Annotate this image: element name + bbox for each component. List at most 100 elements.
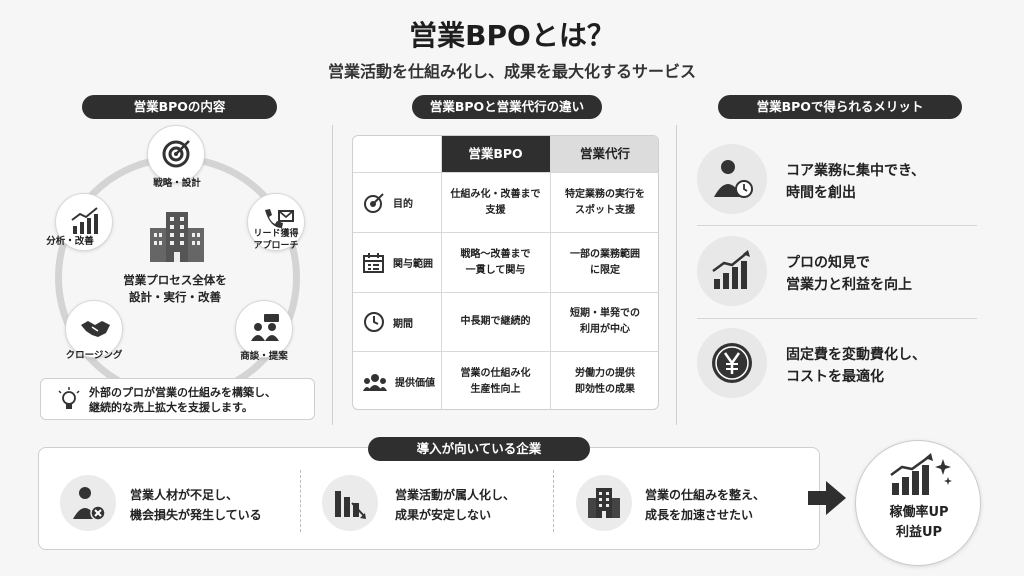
person-clock-icon (714, 160, 753, 198)
merit-divider (697, 225, 977, 226)
cell-line: 支援 (485, 204, 506, 216)
cell-agent: 労働力の提供即効性の成果 (550, 352, 658, 409)
bottom-3-line-1: 営業の仕組みを整え、 (645, 488, 766, 502)
result-line-2: 利益UP (895, 525, 943, 540)
merit-2-line-2: 営業力と利益を向上 (786, 277, 912, 293)
target-icon (364, 192, 384, 213)
cell-bpo: 仕組み化・改善まで支援 (441, 173, 550, 232)
cell-line: 短期・単発での (570, 308, 640, 319)
node-closing-label: クロージング (65, 350, 123, 361)
cell-bpo: 戦略〜改善まで一貫して関与 (441, 233, 550, 292)
node-analysis-label: 分析・改善 (46, 236, 94, 247)
divider-left (332, 125, 333, 425)
table-row: 提供価値 営業の仕組み化生産性向上 労働力の提供即効性の成果 (353, 351, 658, 409)
bar-decline-icon (335, 491, 366, 519)
bottom-text-2: 営業活動が属人化し、 成果が安定しない (395, 485, 515, 525)
row-head-period: 期間 (353, 293, 441, 351)
node-closing (65, 300, 123, 358)
meeting-icon (251, 314, 279, 341)
node-lead (247, 193, 305, 251)
col-header-bpo: 営業BPO (441, 136, 550, 172)
node-meeting-label: 商談・提案 (240, 351, 288, 362)
cell-agent: 一部の業務範囲に限定 (550, 233, 658, 292)
node-strategy-label: 戦略・設計 (153, 178, 201, 189)
note-text: 外部のプロが営業の仕組みを構築し、 継続的な売上拡大を支援します。 (89, 385, 276, 415)
bottom-icon-circle (60, 475, 116, 531)
node-analysis (55, 193, 113, 251)
calendar-icon (363, 252, 384, 273)
row-label: 関与範囲 (393, 259, 433, 270)
merit-3-line-2: コストを最適化 (786, 369, 884, 385)
cell-line: 生産性向上 (470, 383, 521, 395)
cell-line: 一貫して関与 (465, 264, 526, 276)
cell-line: 仕組み化・改善まで (450, 188, 541, 200)
row-label: 目的 (393, 199, 413, 210)
merit-icon-circle (697, 328, 767, 398)
note-line-2: 継続的な売上拡大を支援します。 (89, 401, 253, 414)
table-row: 目的 仕組み化・改善まで支援 特定業務の実行をスポット支援 (353, 172, 658, 232)
cell-line: 戦略〜改善まで (460, 248, 531, 260)
cell-line: 一部の業務範囲 (570, 248, 640, 260)
center-line-1: 営業プロセス全体を (123, 273, 227, 287)
person-cross-icon (73, 487, 106, 521)
merits-heading: 営業BPOで得られるメリット (718, 95, 962, 119)
compare-table: 営業BPO 営業代行 目的 仕組み化・改善まで支援 特定業務の実行をスポット支援… (352, 135, 659, 410)
bottom-heading: 導入が向いている企業 (368, 437, 590, 461)
merit-text-1: コア業務に集中でき、 時間を創出 (786, 160, 925, 204)
right-arrow-icon (808, 481, 846, 515)
table-row: 関与範囲 戦略〜改善まで一貫して関与 一部の業務範囲に限定 (353, 232, 658, 292)
building-icon (588, 488, 620, 518)
row-head-scope: 関与範囲 (353, 233, 441, 292)
phone-mail-icon (265, 209, 294, 228)
node-meeting (235, 300, 293, 358)
result-circle: 稼働率UP 利益UP (855, 440, 981, 566)
merit-3-line-1: 固定費を変動費化し、 (786, 347, 926, 363)
process-center-text: 営業プロセス全体を 設計・実行・改善 (110, 272, 240, 306)
merit-1-line-2: 時間を創出 (786, 185, 856, 201)
node-lead-label: リード獲得 アプローチ (253, 229, 299, 251)
note-box: 外部のプロが営業の仕組みを構築し、 継続的な売上拡大を支援します。 (40, 378, 315, 420)
bottom-1-line-2: 機会損失が発生している (130, 508, 262, 522)
merit-2-line-1: プロの知見で (786, 255, 870, 271)
result-line-1: 稼働率UP (889, 505, 949, 520)
row-head-purpose: 目的 (353, 173, 441, 232)
cell-line: 即効性の成果 (575, 383, 635, 395)
bottom-divider (300, 470, 301, 532)
col-sep-1 (441, 136, 442, 409)
clock-icon (364, 312, 384, 332)
merit-1-line-1: コア業務に集中でき、 (786, 163, 926, 179)
cell-agent: 特定業務の実行をスポット支援 (550, 173, 658, 232)
cell-bpo: 中長期で継続的 (441, 293, 550, 351)
growth-sparkle-icon (890, 453, 952, 495)
bottom-icon-circle (322, 475, 378, 531)
table-row: 期間 中長期で継続的 短期・単発での利用が中心 (353, 292, 658, 351)
cell-line: 利用が中心 (580, 324, 630, 335)
people-icon (363, 373, 387, 391)
chart-up-icon (71, 207, 98, 234)
row-label: 提供価値 (395, 378, 435, 389)
lightbulb-icon (58, 387, 80, 409)
cell-line: 労働力の提供 (575, 367, 635, 379)
merit-icon-circle (697, 236, 767, 306)
bottom-2-line-2: 成果が安定しない (395, 508, 492, 522)
compare-heading: 営業BPOと営業代行の違い (412, 95, 602, 119)
center-line-2: 設計・実行・改善 (129, 290, 221, 304)
col-sep-2 (550, 136, 551, 409)
merit-text-2: プロの知見で 営業力と利益を向上 (786, 252, 912, 296)
merit-icon-circle (697, 144, 767, 214)
bar-growth-icon (712, 250, 750, 289)
merit-divider (697, 318, 977, 319)
bottom-divider (553, 470, 554, 532)
bottom-1-line-1: 営業人材が不足し、 (130, 488, 239, 502)
cell-agent: 短期・単発での利用が中心 (550, 293, 658, 351)
page-title: 営業BPOとは？ (409, 19, 615, 52)
divider-right (676, 125, 677, 425)
note-line-1: 外部のプロが営業の仕組みを構築し、 (89, 386, 276, 399)
bottom-2-line-1: 営業活動が属人化し、 (395, 488, 516, 502)
cell-bpo: 営業の仕組み化生産性向上 (441, 352, 550, 409)
yen-coin-icon (712, 343, 752, 383)
suitable-companies-box (38, 447, 820, 550)
cell-line: に限定 (590, 264, 620, 276)
target-icon (162, 140, 190, 168)
